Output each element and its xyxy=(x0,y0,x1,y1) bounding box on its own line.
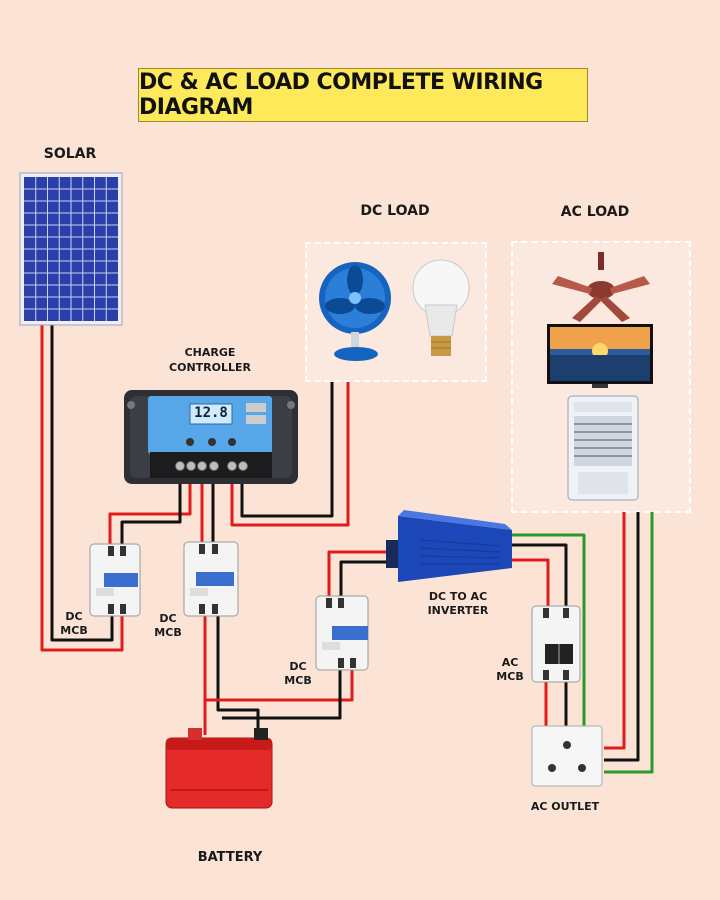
charge-controller-label-2: CONTROLLER xyxy=(169,361,251,374)
tv-icon xyxy=(547,324,653,388)
wire-mcb2-battery-negative xyxy=(216,615,260,735)
wire-outlet-acload-earth xyxy=(604,512,654,774)
charge-controller-label-1: CHARGE xyxy=(184,346,236,359)
air-cooler-icon xyxy=(567,395,639,501)
wire-ctrl-dcload-negative xyxy=(240,382,334,518)
dc-bulb-icon xyxy=(412,259,470,356)
wire-solar-positive xyxy=(40,323,124,652)
battery xyxy=(165,728,273,809)
solar-label: SOLAR xyxy=(43,146,97,162)
wire-mcb3-inverter-positive xyxy=(327,550,400,600)
ac-outlet-label: AC OUTLET xyxy=(530,800,600,813)
diagram-title: DC & AC LOAD COMPLETE WIRING DIAGRAM xyxy=(139,70,543,120)
inverter xyxy=(386,510,512,582)
dc-mcb-3-label-2: MCB xyxy=(284,674,312,687)
ac-mcb-label-2: MCB xyxy=(496,670,524,683)
wire-battery-mcb3-negative xyxy=(222,665,342,720)
dc-mcb-2-label-2: MCB xyxy=(154,626,182,639)
dc-load-label: DC LOAD xyxy=(360,203,430,219)
dc-mcb-1 xyxy=(89,543,141,617)
controller-display-value: 12.8 xyxy=(194,405,228,421)
wire-battery-mcb3-positive xyxy=(206,665,354,702)
dc-mcb-1-label-2: MCB xyxy=(60,624,88,637)
wires xyxy=(40,323,654,774)
wire-ctrl-dcload-positive xyxy=(230,382,350,527)
ceiling-fan-icon xyxy=(552,252,650,322)
dc-mcb-3-label-1: DC xyxy=(289,660,307,673)
ac-mcb xyxy=(531,605,581,683)
inverter-label-1: DC TO AC xyxy=(428,590,488,603)
wire-mcb1-ctrl-positive xyxy=(108,470,192,548)
wire-inverter-earth xyxy=(512,533,586,730)
dc-mcb-2 xyxy=(183,541,239,617)
dc-mcb-1-label-1: DC xyxy=(65,610,83,623)
ac-load-label: AC LOAD xyxy=(560,204,630,220)
dc-fan-icon xyxy=(319,262,391,361)
wire-solar-negative xyxy=(50,323,114,642)
wire-inverter-acmcb-negative xyxy=(512,543,568,610)
wire-inverter-acmcb-positive xyxy=(512,558,550,610)
wire-outlet-acload-negative xyxy=(604,512,640,762)
ac-outlet xyxy=(531,725,603,787)
wire-mcb3-inverter-negative xyxy=(339,560,400,600)
wire-outlet-acload-positive xyxy=(604,512,626,750)
ac-mcb-label-1: AC xyxy=(501,656,519,669)
dc-mcb-3 xyxy=(315,595,369,671)
battery-label: BATTERY xyxy=(197,850,263,865)
wire-mcb1-ctrl-negative xyxy=(120,470,182,548)
dc-mcb-2-label-1: DC xyxy=(159,612,177,625)
title-banner: DC & AC LOAD COMPLETE WIRING DIAGRAM xyxy=(138,68,588,122)
inverter-label-2: INVERTER xyxy=(427,604,489,617)
solar-panel xyxy=(19,172,123,326)
charge-controller xyxy=(124,390,298,484)
